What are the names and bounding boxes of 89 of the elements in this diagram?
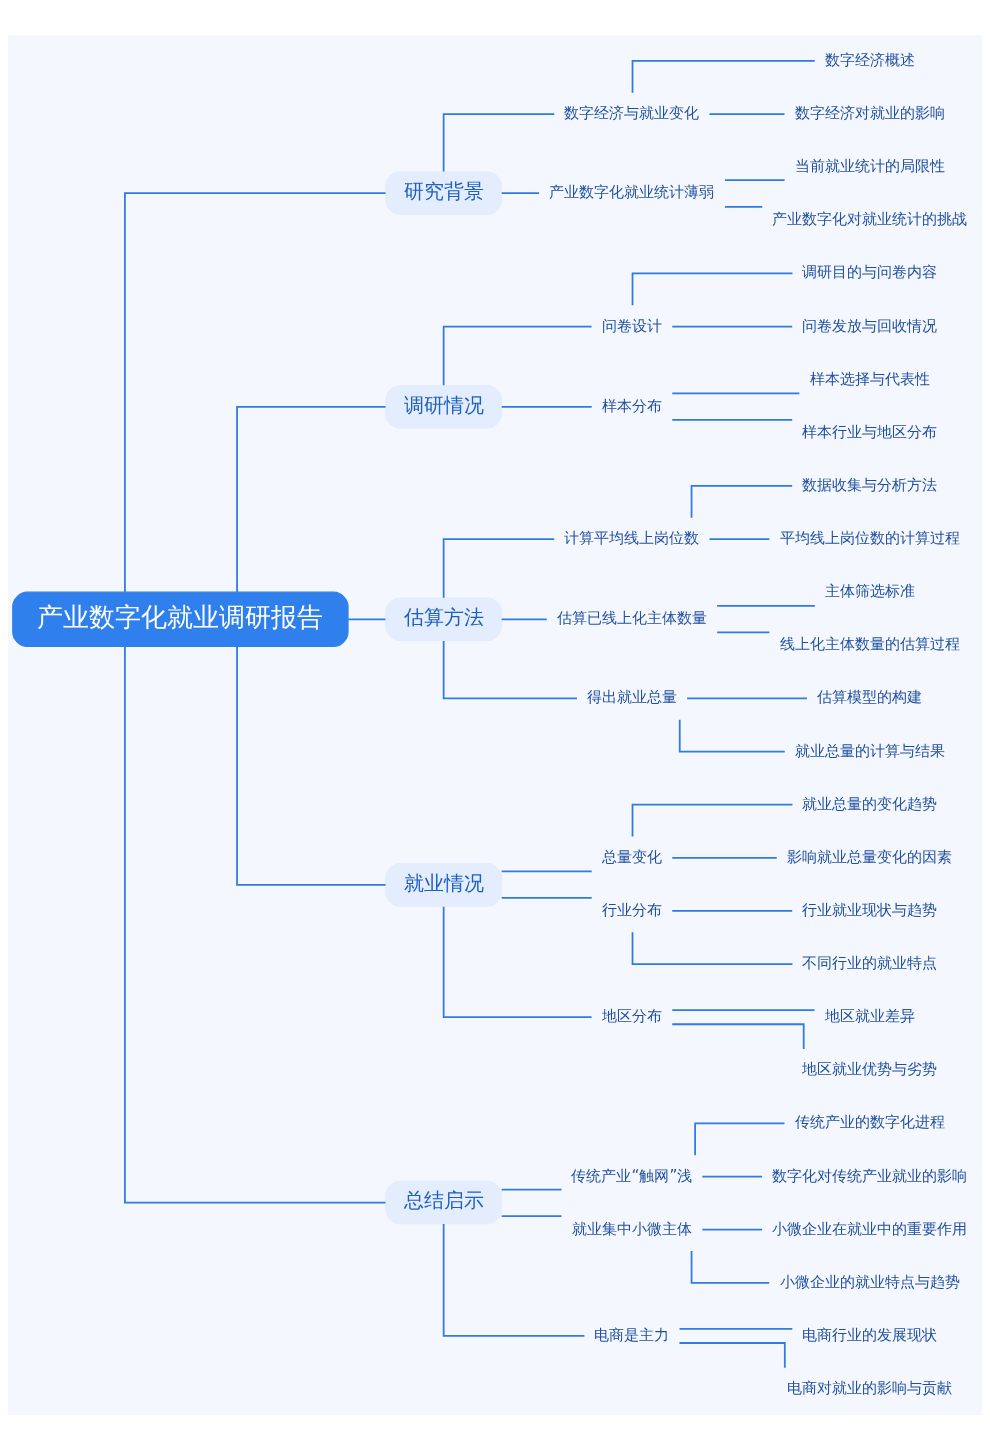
connector [442, 538, 556, 599]
connector [236, 645, 387, 886]
node-text: 传统产业“触网”浅 [571, 1166, 693, 1185]
node-text: 电商行业的发展现状 [802, 1325, 938, 1344]
node-box: 研究背景 [385, 171, 503, 216]
connector [442, 325, 593, 387]
connector [671, 392, 801, 395]
node-text: 电商对就业的影响与贡献 [787, 1379, 953, 1398]
node-text: 不同行业的就业特点 [802, 954, 938, 973]
connector [671, 418, 794, 421]
node-text: 地区分布 [601, 1007, 662, 1026]
node-text: 地区就业优势与劣势 [802, 1060, 938, 1079]
node-text: 就业总量的变化趋势 [802, 794, 938, 813]
connector [690, 485, 794, 519]
node-text: 总量变化 [601, 847, 662, 866]
node-text: 数字经济概述 [824, 50, 915, 69]
node-box: 估算方法 [385, 597, 503, 642]
node-text: 就业集中小微主体 [571, 1219, 692, 1238]
connector [631, 60, 816, 94]
node-text: 平均线上岗位数的计算过程 [779, 529, 960, 548]
connector [442, 905, 593, 1019]
node-text: 小微企业在就业中的重要作用 [772, 1219, 968, 1238]
node-text: 数据收集与分析方法 [802, 475, 938, 494]
node-text: 样本行业与地区分布 [802, 422, 938, 441]
connector [236, 405, 387, 593]
connector [678, 718, 786, 753]
node-text: 行业就业现状与趋势 [802, 900, 938, 919]
connector [708, 538, 771, 540]
node-text: 数字经济与就业变化 [564, 104, 700, 123]
node-text: 产业数字化就业统计薄弱 [549, 183, 715, 202]
connector [631, 931, 794, 965]
connector [678, 1327, 794, 1330]
connector [724, 205, 764, 208]
node-box: 总结启示 [385, 1180, 503, 1225]
node-text: 传统产业的数字化进程 [794, 1113, 945, 1132]
node-text: 电商是主力 [594, 1325, 670, 1344]
node-text: 产业数字化对就业统计的挑战 [772, 210, 968, 229]
connector [631, 272, 794, 307]
connector [678, 1342, 786, 1369]
node-text: 数字经济对就业的影响 [794, 104, 945, 123]
node-box: 产业数字化就业调研报告 [12, 591, 349, 648]
connector [500, 405, 593, 408]
node-text: 主体筛选标准 [824, 582, 915, 601]
connector [686, 697, 808, 700]
node-text: 小微企业的就业特点与趋势 [779, 1272, 960, 1291]
node-text: 当前就业统计的局限性 [794, 157, 945, 176]
node-text: 估算模型的构建 [817, 688, 923, 707]
connector [500, 897, 593, 899]
node-text: 就业总量的计算与结果 [794, 741, 945, 760]
connector [500, 618, 548, 621]
node-text: 估算已线上化主体数量 [556, 609, 707, 628]
node-box: 就业情况 [385, 863, 503, 907]
connector [708, 113, 786, 115]
node-text: 地区就业差异 [824, 1007, 915, 1026]
node-text: 计算平均线上岗位数 [564, 529, 700, 548]
connector [701, 1228, 763, 1231]
node-text: 影响就业总量变化的因素 [787, 847, 953, 866]
connector [442, 113, 556, 173]
connector [671, 910, 794, 912]
connector [500, 1188, 563, 1191]
connector [631, 803, 794, 838]
node-text: 行业分布 [601, 900, 662, 919]
node-text: 数字化对传统产业就业的影响 [772, 1166, 968, 1185]
connector [347, 618, 387, 621]
connector [500, 192, 540, 195]
node-text: 样本选择与代表性 [809, 369, 930, 388]
connector [442, 1223, 586, 1337]
connector [124, 645, 387, 1204]
connector [716, 604, 816, 607]
connector [500, 1215, 563, 1217]
connector [671, 856, 778, 859]
connector [701, 1175, 763, 1178]
connector [694, 1122, 786, 1157]
node-text: 问卷发放与回收情况 [802, 316, 938, 335]
connector [442, 640, 578, 700]
connector [124, 192, 387, 593]
connector [671, 325, 794, 328]
node-text: 样本分布 [601, 396, 662, 415]
connector [724, 179, 786, 182]
connector [671, 1009, 816, 1011]
connector [671, 1023, 805, 1050]
connector [500, 870, 593, 873]
node-text: 线上化主体数量的估算过程 [779, 635, 960, 654]
node-text: 调研目的与问卷内容 [802, 263, 938, 282]
connector [690, 1250, 771, 1284]
node-box: 调研情况 [385, 385, 503, 429]
node-text: 问卷设计 [601, 316, 662, 335]
connector [716, 631, 771, 634]
node-text: 得出就业总量 [586, 688, 677, 707]
